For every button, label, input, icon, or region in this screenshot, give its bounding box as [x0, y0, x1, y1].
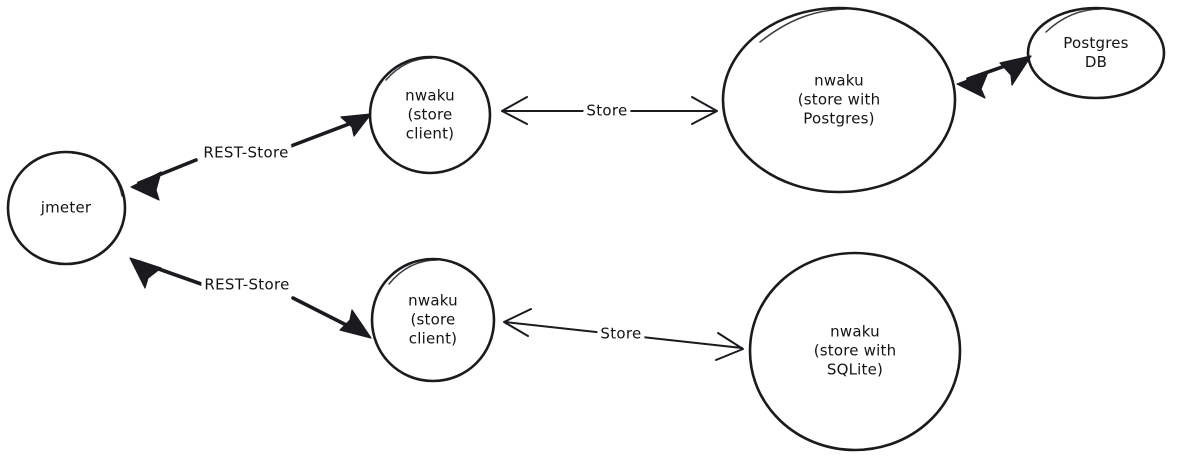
edge-label-rest-store-bottom: REST-Store	[201, 276, 293, 294]
edge-label-rest-store-top: REST-Store	[200, 144, 292, 162]
edge-label-store-top: Store	[583, 102, 631, 120]
node-nwaku-sqlite[interactable]	[748, 251, 962, 452]
edge-jmeter-to-store-client-bottom[interactable]	[129, 257, 372, 339]
node-postgres-db[interactable]	[1026, 6, 1166, 100]
edge-postgres-node-to-db[interactable]	[956, 55, 1032, 99]
node-jmeter[interactable]	[6, 150, 127, 266]
node-nwaku-postgres[interactable]	[721, 6, 957, 194]
edge-label-store-bottom: Store	[597, 325, 645, 343]
node-store-client-bottom[interactable]	[370, 257, 496, 383]
node-store-client-top[interactable]	[368, 55, 492, 175]
edge-jmeter-to-store-client-top[interactable]	[130, 113, 372, 201]
